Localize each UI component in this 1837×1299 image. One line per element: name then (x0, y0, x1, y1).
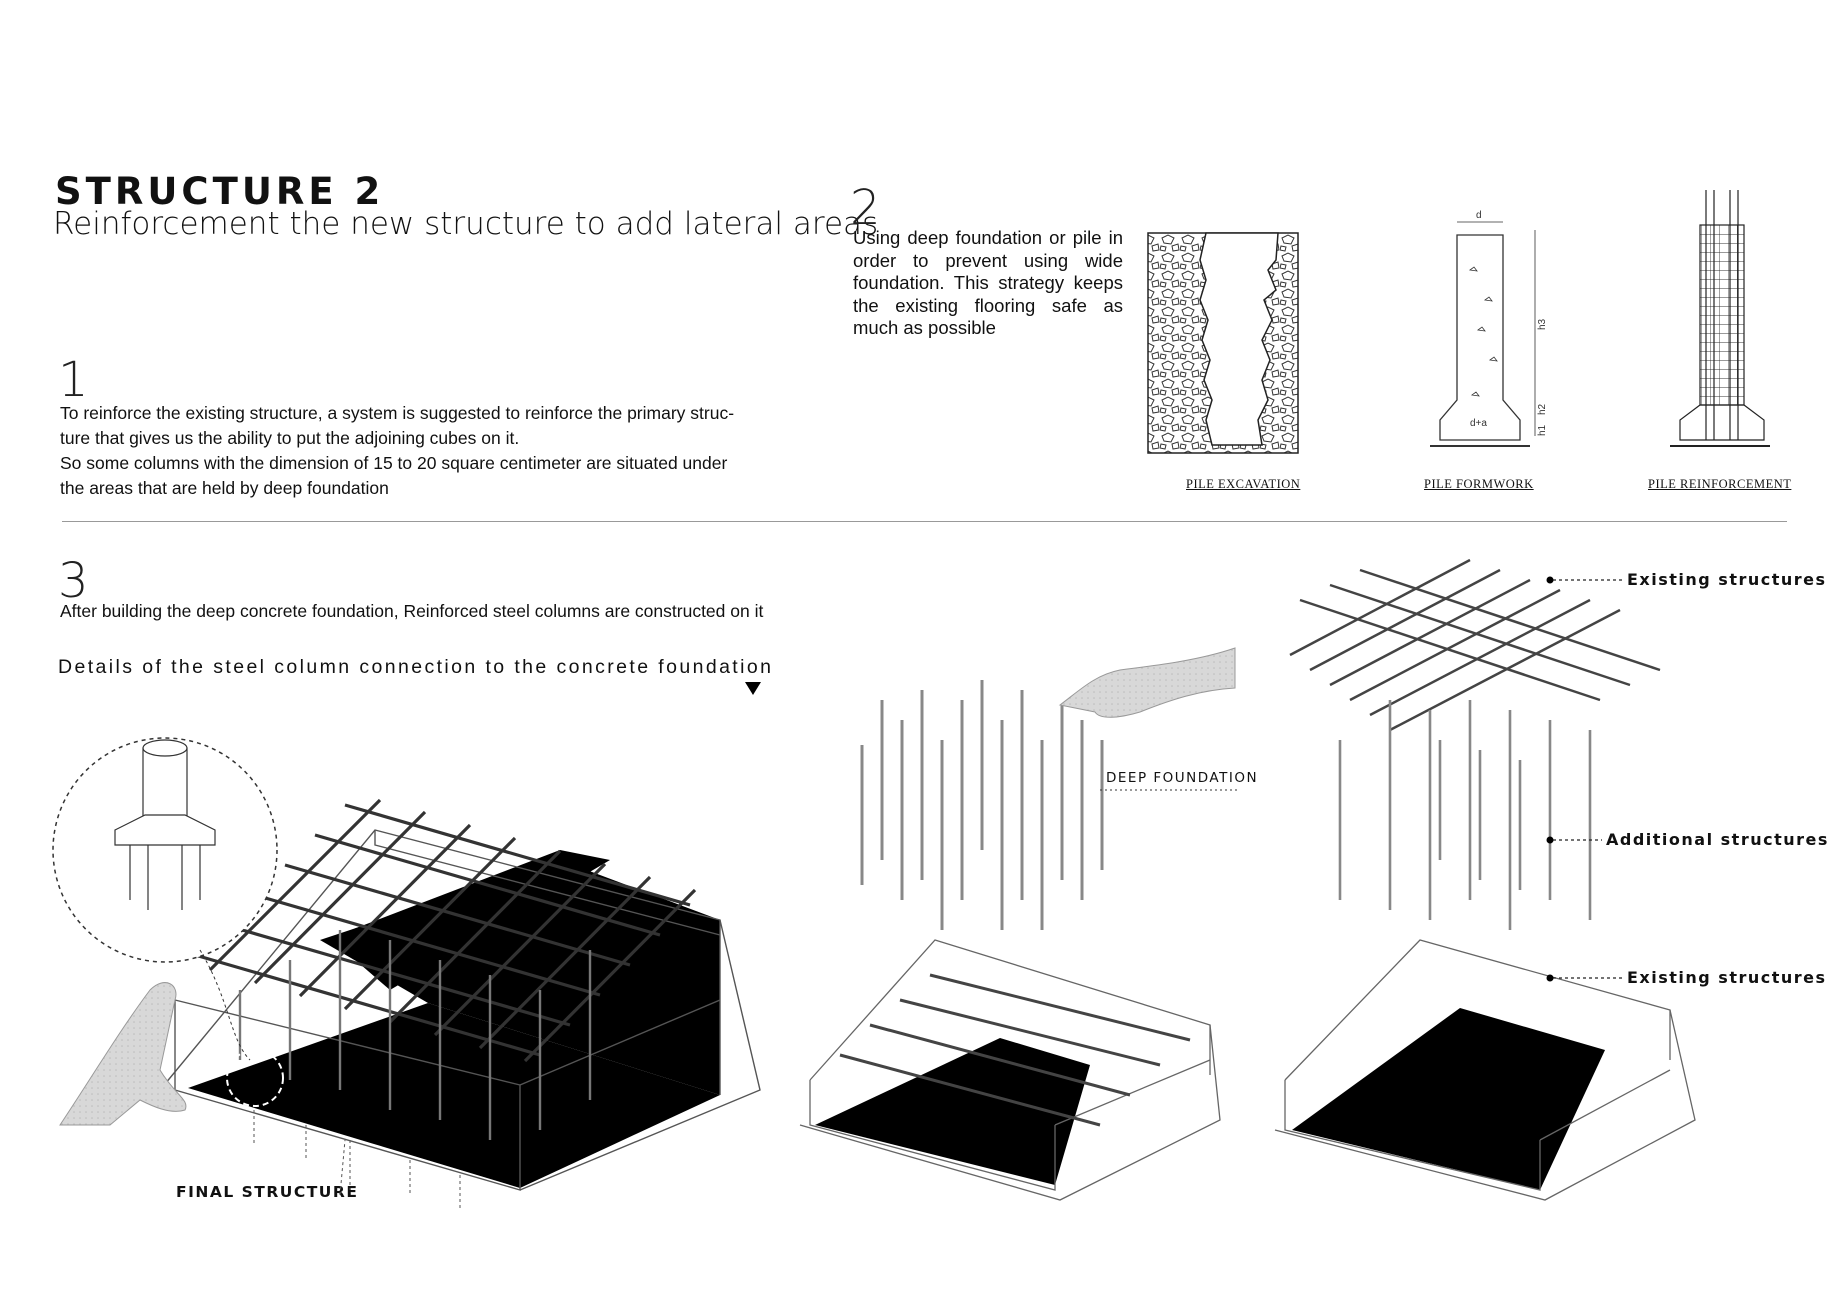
section-2-number: 2 (850, 180, 881, 236)
final-structure-drawing (52, 737, 761, 1210)
section-1-line: ture that gives us the ability to put th… (60, 428, 520, 448)
section-1-text: To reinforce the existing structure, a s… (60, 401, 780, 501)
section-2-text: Using deep foundation or pile in order t… (853, 227, 1123, 338)
label-existing-structures-top: Existing structures (1627, 570, 1827, 589)
label-deep-foundation: DEEP FOUNDATION (1106, 770, 1259, 786)
section-1-line: So some columns with the dimension of 15… (60, 453, 728, 473)
triangle-marker-icon (745, 682, 761, 695)
dim-d: d (1476, 210, 1482, 221)
section-1-line: To reinforce the existing structure, a s… (60, 403, 735, 423)
dim-h2: h2 (1537, 403, 1548, 415)
dim-h1: h1 (1537, 424, 1548, 436)
section-1-number: 1 (58, 352, 89, 408)
dim-da: d+a (1470, 418, 1487, 429)
page-title: STRUCTURE 2 (55, 170, 385, 213)
section-3-text: After building the deep concrete foundat… (60, 601, 764, 621)
section-3-number: 3 (58, 553, 89, 609)
pile-formwork-drawing (1430, 221, 1536, 447)
dim-h3: h3 (1537, 318, 1548, 330)
label-existing-structures-bottom: Existing structures (1627, 968, 1827, 987)
label-final-structure: FINAL STRUCTURE (176, 1183, 359, 1201)
pile-excavation-drawing (1147, 232, 1299, 454)
structure-layers-drawing (1274, 558, 1696, 1201)
pile-reinforcement-drawing (1670, 190, 1770, 447)
caption-pile-reinforcement: PILE REINFORCEMENT (1648, 477, 1792, 491)
label-additional-structures: Additional structures (1606, 830, 1829, 849)
deep-foundation-drawing (799, 647, 1238, 1201)
section-divider (62, 521, 1787, 522)
section-1-line: the areas that are held by deep foundati… (60, 478, 389, 498)
caption-pile-formwork: PILE FORMWORK (1424, 477, 1534, 491)
detail-heading: Details of the steel column connection t… (58, 656, 774, 678)
page-subtitle: Reinforcement the new structure to add l… (53, 206, 879, 242)
caption-pile-excavation: PILE EXCAVATION (1186, 477, 1301, 491)
